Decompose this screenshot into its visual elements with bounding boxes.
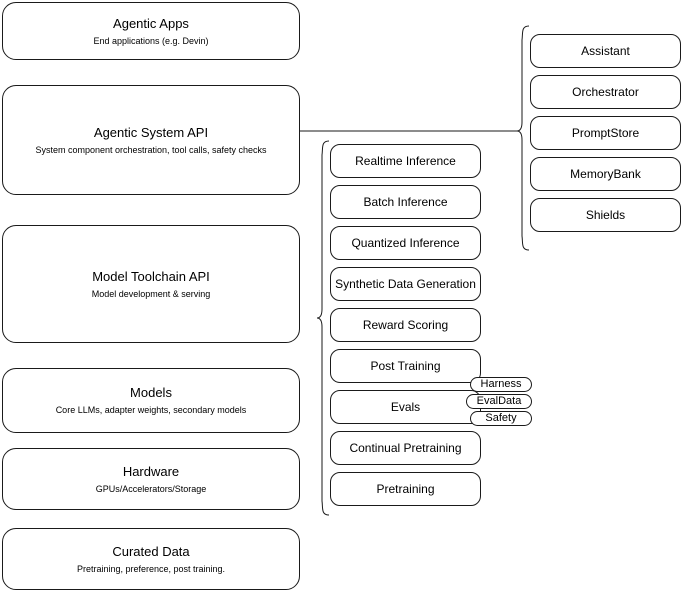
component-label: Orchestrator: [572, 85, 639, 99]
capability-batch-inference[interactable]: Batch Inference: [330, 185, 481, 219]
layer-title: Agentic Apps: [113, 15, 189, 31]
layer-agentic-system-api[interactable]: Agentic System API System component orch…: [2, 85, 300, 195]
layer-subtitle: System component orchestration, tool cal…: [35, 144, 267, 155]
right-brace: [516, 25, 530, 251]
capability-continual-pretraining[interactable]: Continual Pretraining: [330, 431, 481, 465]
component-label: Assistant: [581, 44, 630, 58]
capability-post-training[interactable]: Post Training: [330, 349, 481, 383]
capability-pretraining[interactable]: Pretraining: [330, 472, 481, 506]
capability-label: Quantized Inference: [351, 236, 460, 250]
layer-subtitle: Model development & serving: [91, 288, 211, 299]
eval-tag-harness[interactable]: Harness: [470, 377, 532, 392]
capability-label: Synthetic Data Generation: [335, 277, 476, 291]
capability-label: Continual Pretraining: [349, 441, 462, 455]
component-label: PromptStore: [571, 126, 640, 140]
capability-label: Pretraining: [376, 482, 435, 496]
layer-title: Hardware: [122, 463, 180, 479]
layer-subtitle: End applications (e.g. Devin): [93, 35, 209, 46]
capability-label: Realtime Inference: [355, 154, 456, 168]
capability-label: Batch Inference: [363, 195, 448, 209]
component-label: MemoryBank: [570, 167, 641, 181]
capability-label: Evals: [390, 400, 421, 414]
layer-title: Curated Data: [112, 543, 190, 559]
layer-title: Agentic System API: [93, 124, 209, 140]
capability-label: Post Training: [370, 359, 441, 373]
middle-brace: [316, 140, 330, 516]
capability-synthetic-data-generation[interactable]: Synthetic Data Generation: [330, 267, 481, 301]
component-shields[interactable]: Shields: [530, 198, 681, 232]
component-assistant[interactable]: Assistant: [530, 34, 681, 68]
capability-label: Reward Scoring: [362, 318, 449, 332]
capability-quantized-inference[interactable]: Quantized Inference: [330, 226, 481, 260]
capability-reward-scoring[interactable]: Reward Scoring: [330, 308, 481, 342]
layer-agentic-apps[interactable]: Agentic Apps End applications (e.g. Devi…: [2, 2, 300, 60]
component-memorybank[interactable]: MemoryBank: [530, 157, 681, 191]
capability-realtime-inference[interactable]: Realtime Inference: [330, 144, 481, 178]
layer-title: Models: [130, 385, 172, 400]
layer-hardware[interactable]: Hardware GPUs/Accelerators/Storage: [2, 448, 300, 510]
layer-subtitle: Pretraining, preference, post training.: [76, 563, 226, 574]
layer-curated-data[interactable]: Curated Data Pretraining, preference, po…: [2, 528, 300, 590]
layer-model-toolchain-api[interactable]: Model Toolchain API Model development & …: [2, 225, 300, 343]
capability-evals[interactable]: Evals: [330, 390, 481, 424]
layer-subtitle: Core LLMs, adapter weights, secondary mo…: [55, 405, 247, 415]
component-orchestrator[interactable]: Orchestrator: [530, 75, 681, 109]
component-promptstore[interactable]: PromptStore: [530, 116, 681, 150]
component-label: Shields: [585, 208, 626, 222]
layer-title: Model Toolchain API: [92, 268, 210, 284]
eval-tag-evaldata[interactable]: EvalData: [466, 394, 532, 409]
layer-models[interactable]: Models Core LLMs, adapter weights, secon…: [2, 368, 300, 433]
layer-subtitle: GPUs/Accelerators/Storage: [95, 483, 207, 494]
eval-tag-safety[interactable]: Safety: [470, 411, 532, 426]
